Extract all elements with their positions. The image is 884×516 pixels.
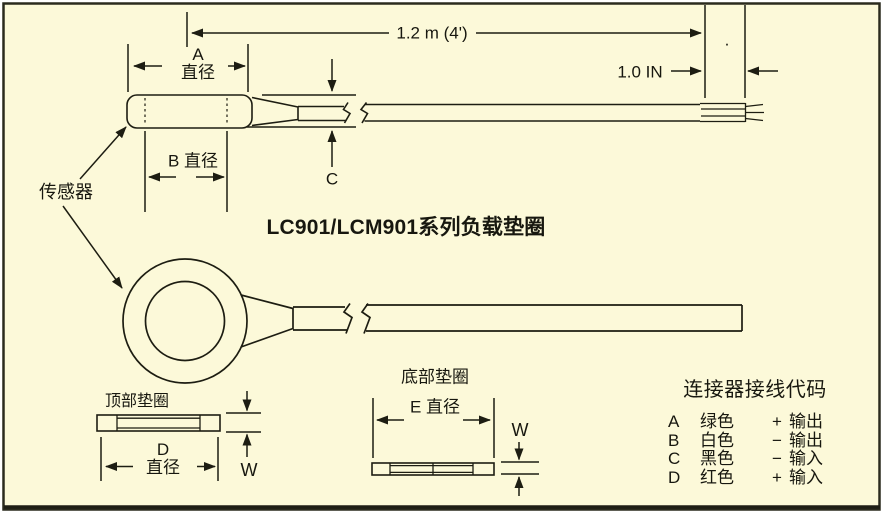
top-washer-dimensions bbox=[100, 391, 261, 481]
bottom-washer-dimensions bbox=[372, 398, 539, 496]
sensor-ring-view-drawing bbox=[122, 258, 743, 384]
washer-inner-circle bbox=[144, 280, 226, 362]
wire-color: 红色 bbox=[700, 467, 734, 487]
signal-sign: + bbox=[772, 412, 782, 431]
dim-e-label: E 直径 bbox=[409, 397, 461, 417]
wiring-code-title: 连接器接线代码 bbox=[683, 379, 827, 401]
cable-break-symbol bbox=[342, 102, 352, 124]
strip-length-label: 1.0 IN bbox=[617, 62, 663, 82]
stray-dot: . bbox=[724, 30, 730, 50]
signal-name: 输出 bbox=[789, 412, 823, 431]
cable-break-symbol bbox=[360, 303, 372, 334]
sensor-label: 传感器 bbox=[39, 181, 93, 202]
wiring-code-table: 连接器接线代码 A 绿色 + 输出 B 白色 − 输出 C 黑色 − 输入 D … bbox=[664, 373, 846, 487]
pin-letter: A bbox=[668, 412, 680, 431]
pin-letter: C bbox=[668, 449, 681, 468]
dim-d-word: 直径 bbox=[146, 457, 180, 477]
wire-color: 白色 bbox=[700, 430, 734, 450]
dim-d-letter: D bbox=[156, 440, 170, 459]
cable-stripped-end bbox=[700, 102, 764, 123]
sensor-body-outline bbox=[126, 94, 253, 129]
sensor-callout-arrow-bottom bbox=[62, 205, 123, 289]
wiring-row-b: B 白色 − 输出 bbox=[664, 430, 846, 451]
dim-w-top-label: W bbox=[240, 459, 258, 480]
pin-letter: D bbox=[668, 467, 681, 487]
signal-sign: − bbox=[772, 430, 782, 450]
bottom-washer-label: 底部垫圈 bbox=[401, 367, 469, 387]
top-washer-label: 顶部垫圈 bbox=[104, 393, 170, 411]
cable-break-symbol bbox=[342, 303, 354, 334]
wiring-row-a: A 绿色 + 输出 bbox=[664, 412, 846, 432]
sensor-callout-arrow-top bbox=[79, 126, 127, 180]
wire-color: 黑色 bbox=[700, 449, 734, 468]
dim-a-label: A 直径 bbox=[181, 46, 215, 82]
washer-outer-circle bbox=[122, 258, 248, 384]
cable-length-label: 1.2 m (4') bbox=[396, 23, 468, 43]
signal-sign: − bbox=[772, 449, 782, 468]
sensor-side-view-drawing bbox=[126, 94, 764, 129]
signal-sign: + bbox=[772, 467, 782, 487]
side-view-dimensions bbox=[62, 5, 778, 289]
dim-a-letter: A bbox=[192, 45, 204, 64]
dim-d-label: D 直径 bbox=[146, 441, 180, 477]
dim-a-word: 直径 bbox=[181, 62, 215, 82]
dim-b-label: B 直径 bbox=[167, 151, 219, 171]
signal-name: 输出 bbox=[789, 430, 823, 450]
cable-break-symbol bbox=[359, 102, 369, 124]
wiring-row-c: C 黑色 − 输入 bbox=[664, 449, 846, 469]
wire-color: 绿色 bbox=[700, 412, 734, 431]
pin-letter: B bbox=[668, 430, 680, 450]
signal-name: 输入 bbox=[789, 449, 823, 468]
top-washer-drawing bbox=[96, 414, 221, 432]
page-title: LC901/LCM901系列负载垫圈 bbox=[266, 216, 546, 239]
wiring-row-d: D 红色 + 输入 bbox=[664, 467, 846, 488]
bottom-washer-drawing bbox=[371, 462, 495, 476]
dim-c-label: C bbox=[325, 169, 339, 189]
signal-name: 输入 bbox=[789, 467, 823, 487]
dim-w-bottom-label: W bbox=[511, 419, 529, 440]
